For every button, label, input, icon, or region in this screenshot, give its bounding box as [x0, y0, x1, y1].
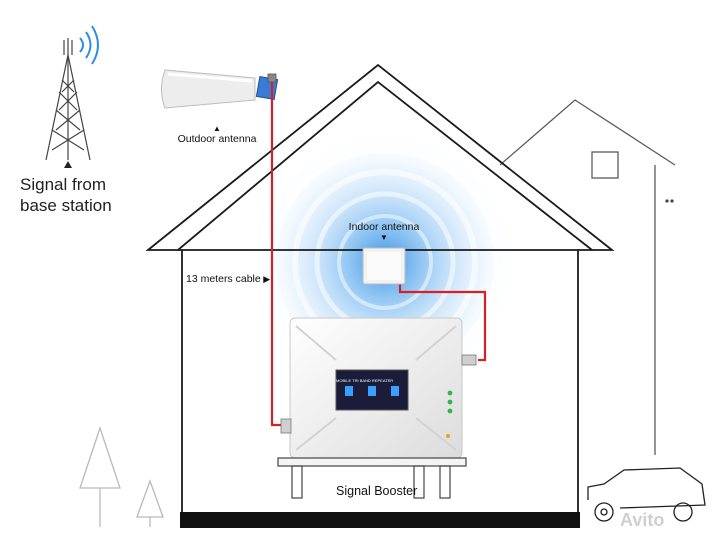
- outdoor-antenna-label: Outdoor antenna: [178, 124, 257, 145]
- booster-connector-out: [461, 354, 477, 366]
- radio-waves-icon: [79, 25, 99, 65]
- tower-arrow-icon: [64, 161, 72, 168]
- house-floor: [180, 512, 580, 528]
- status-led-icons: [447, 390, 453, 414]
- cable-label: 13 meters cable: [186, 273, 270, 285]
- background-house-dots: [665, 199, 674, 203]
- arrow-down-icon: ▼: [380, 233, 388, 242]
- watermark: Avito: [620, 510, 665, 530]
- main-house: [145, 63, 615, 512]
- signal-booster-device: [280, 317, 477, 459]
- signal-from-base-station-label: Signal from base station: [20, 175, 112, 215]
- background-house: [499, 99, 676, 455]
- cable-text: 13 meters cable: [186, 273, 270, 285]
- arrow-up-icon: [178, 124, 257, 133]
- indoor-antenna-icon: [362, 247, 406, 285]
- outdoor-antenna-text: Outdoor antenna: [177, 133, 257, 145]
- tree-icons: [79, 425, 164, 527]
- cell-tower-icon: [45, 38, 91, 161]
- booster-connector-in: [280, 418, 292, 434]
- outdoor-antenna-icon: [161, 69, 279, 109]
- indoor-antenna-text: Indoor antenna: [348, 221, 420, 233]
- indoor-antenna-label: Indoor antenna ▼: [349, 221, 420, 243]
- signal-booster-label: Signal Booster: [336, 484, 418, 498]
- booster-stand: [277, 457, 467, 499]
- booster-panel-title: MOBILE TRI BAND REPEATER: [336, 378, 394, 383]
- band-indicator-icons: [345, 386, 399, 396]
- car-icon: [587, 467, 706, 522]
- coax-cable: [270, 82, 487, 427]
